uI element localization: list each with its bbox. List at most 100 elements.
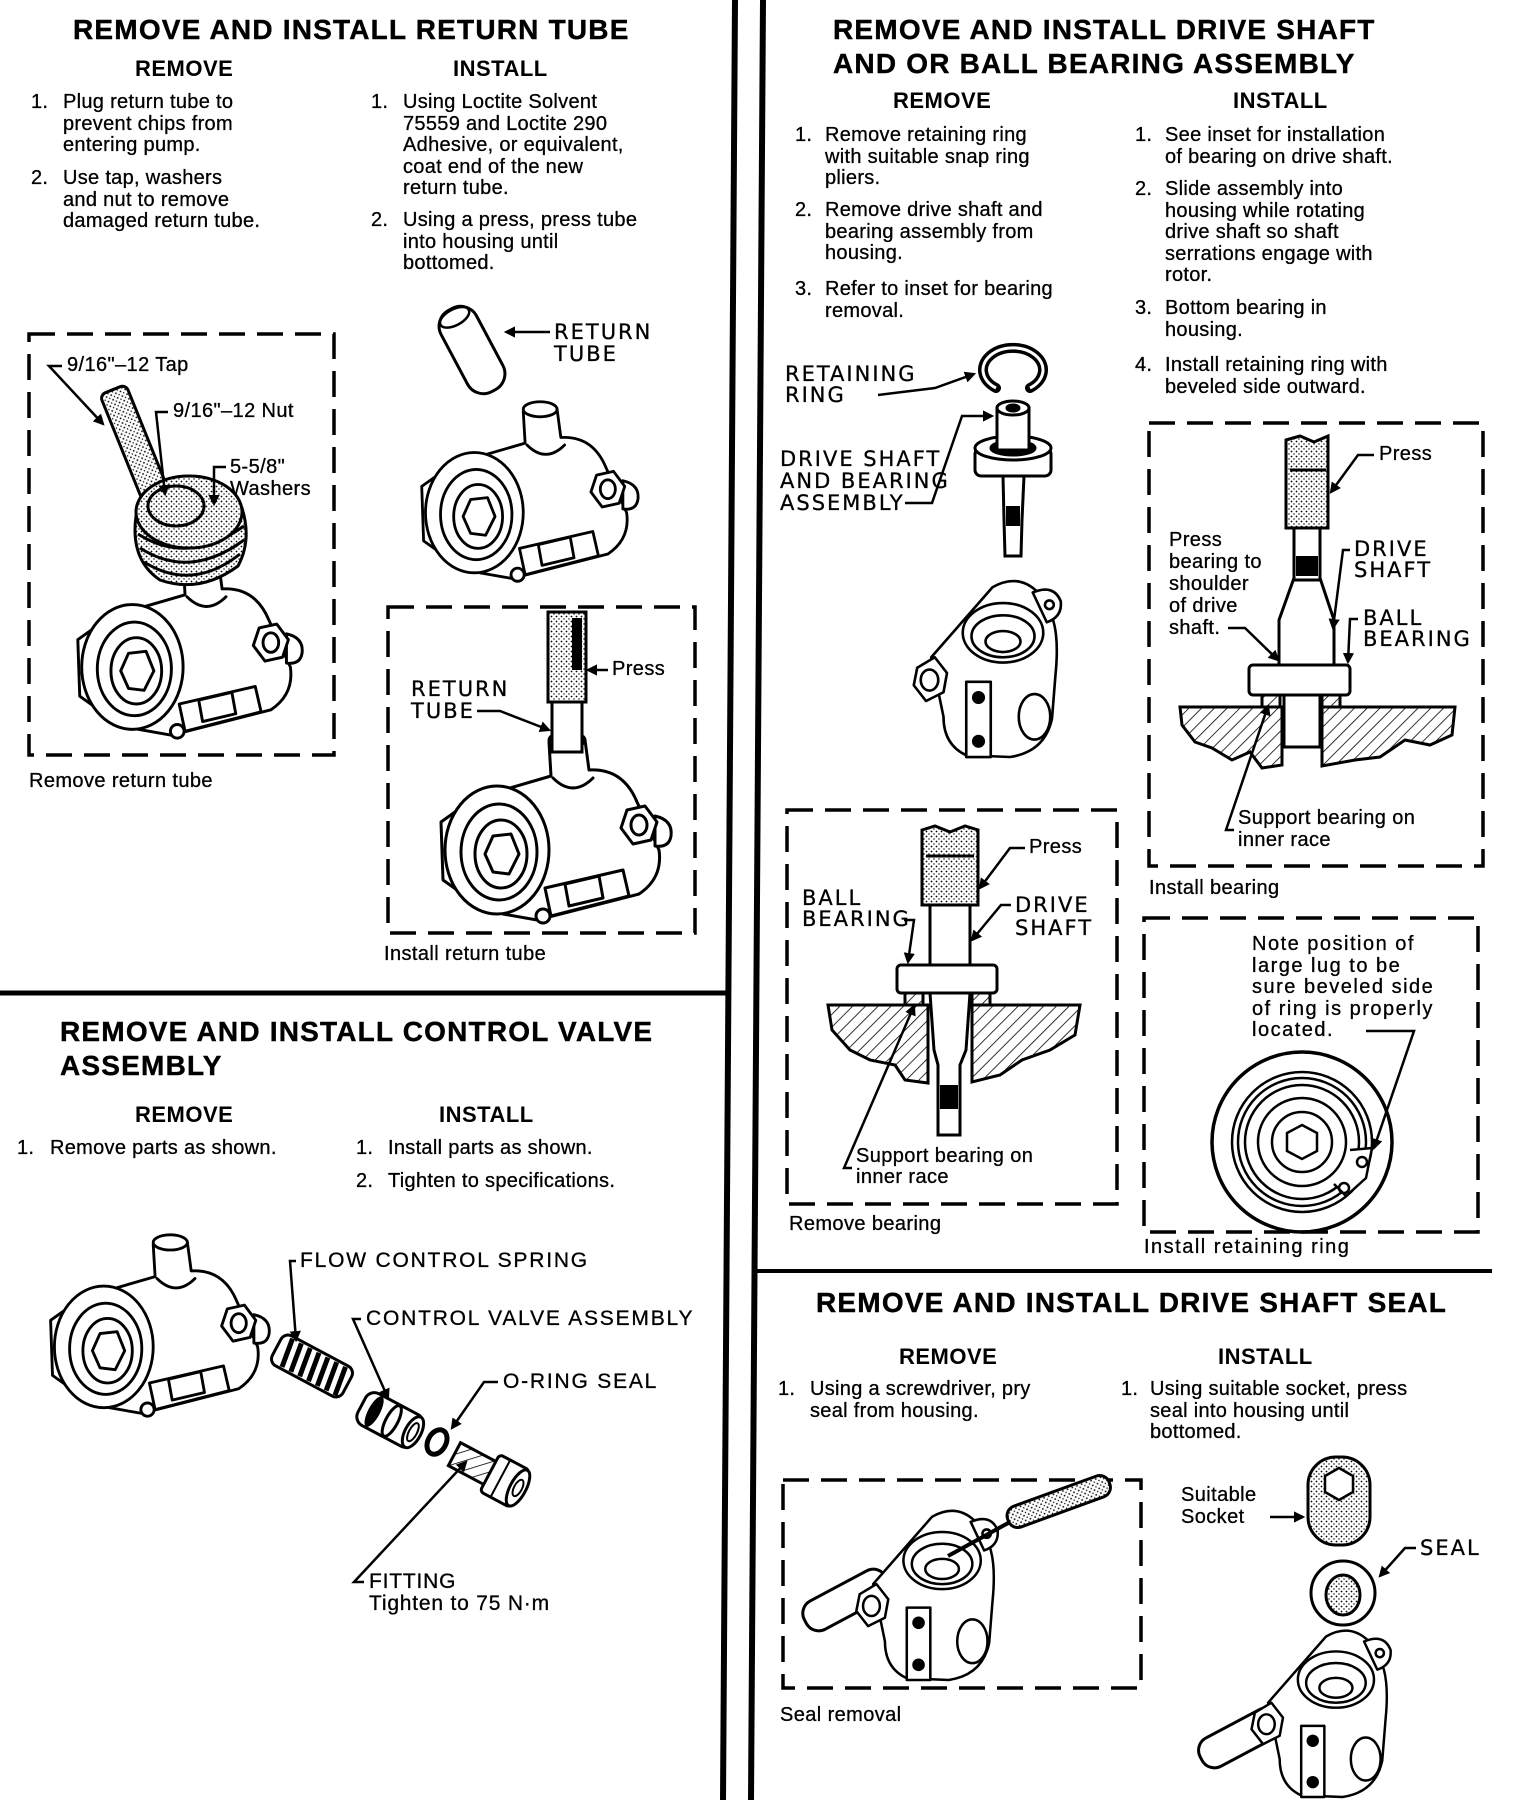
spring-coil [332, 1365, 348, 1397]
leader-press-remove [978, 846, 1025, 890]
step-number: 2. [31, 167, 49, 189]
step-text: Slide assembly into housing while rotati… [1165, 178, 1373, 286]
leader-ball-bearing-remove [903, 918, 916, 965]
step-number: 1. [1135, 124, 1153, 146]
tap-label: 9/16"–12 Tap [67, 354, 189, 376]
figure-caption: Seal removal [780, 1704, 902, 1726]
remove-step: 1. Using a screwdriver, pry seal from ho… [778, 1378, 1031, 1422]
support-bearing-label: Support bearing on inner race [856, 1145, 1034, 1188]
step-number: 2. [1135, 178, 1153, 200]
pump-housing-drawing [439, 730, 673, 925]
figure-frame-remove-return-tube [27, 332, 336, 757]
column-divider-rule [720, 0, 738, 1801]
seal-install-drawing [1197, 1455, 1393, 1799]
remove-step: 1. Remove parts as shown. [17, 1137, 277, 1160]
remove-heading: REMOVE [893, 88, 992, 113]
inner-race-support [1260, 693, 1282, 709]
figure-frame-install-bearing [1147, 421, 1485, 868]
suitable-socket-label: Suitable Socket [1181, 1484, 1257, 1528]
step-number: 2. [356, 1170, 374, 1192]
step-text: Using a press, press tube into housing u… [403, 209, 638, 274]
press-ram-drawing [920, 824, 980, 907]
flow-control-spring-drawing [270, 1333, 354, 1399]
remove-step: 2. Use tap, washers and nut to remove da… [31, 167, 261, 233]
install-step: 4. Install retaining ring with beveled s… [1135, 354, 1388, 398]
socket-hex-opening [1323, 1466, 1355, 1502]
press-ram-drawing [1284, 433, 1330, 530]
seal-removal-drawing [801, 1474, 1112, 1682]
drive-shaft-lower [1282, 693, 1322, 749]
ball-bearing-drawing [895, 963, 999, 995]
install-bearing-drawing [1178, 433, 1457, 770]
support-block-left [1178, 705, 1284, 770]
step-text: Use tap, washers and nut to remove damag… [63, 167, 261, 232]
step-text: Tighten to specifications. [388, 1170, 616, 1192]
step-number: 2. [371, 209, 389, 231]
control-valve-drawing [355, 1391, 426, 1450]
housing-face-outline [1210, 1050, 1394, 1234]
bearing-inner-race [1256, 1096, 1348, 1188]
washer-ridge [143, 552, 241, 577]
step-text: Install parts as shown. [388, 1137, 593, 1159]
leader-drive-shaft-install [1328, 548, 1350, 631]
retaining-ring-inner [1236, 1076, 1368, 1208]
drive-shaft-assembly-label: DRIVE SHAFT AND BEARING ASSEMBLY [780, 447, 950, 515]
figure-frame-seal-removal [781, 1478, 1143, 1690]
pump-housing-drawing [420, 400, 640, 583]
drive-shaft-upper [928, 903, 972, 967]
step-text: Remove parts as shown. [50, 1137, 277, 1159]
figure-frame-remove-bearing [785, 808, 1119, 1206]
figure-caption: Remove bearing [789, 1213, 942, 1235]
o-ring-seal-label: O-RING SEAL [503, 1370, 659, 1393]
return-tube-label: RETURN TUBE [554, 320, 653, 366]
leader-return-tube-installed [477, 709, 552, 732]
support-block-right [1320, 705, 1457, 768]
retaining-ring-highlight [981, 346, 1045, 390]
leader-fitting [351, 1460, 468, 1584]
remove-step: 1. Remove retaining ring with suitable s… [795, 124, 1030, 190]
figure-caption: Install bearing [1149, 877, 1280, 899]
pump-housing-drawing [854, 1509, 1000, 1682]
leader-nut [154, 410, 170, 497]
drive-shaft-serrations [1296, 556, 1318, 576]
install-step: 1. Install parts as shown. [356, 1137, 593, 1160]
spring-coil [279, 1337, 295, 1368]
shoulder-note: Press bearing to shoulder of drive shaft… [1169, 529, 1262, 639]
install-heading: INSTALL [1218, 1344, 1313, 1369]
step-number: 3. [1135, 297, 1153, 319]
step-number: 1. [371, 91, 389, 113]
step-text: Plug return tube to prevent chips from e… [63, 91, 234, 156]
drive-shaft-end [1270, 1110, 1334, 1174]
retaining-ring-label: RETAINING RING [785, 362, 917, 407]
drive-shaft-exploded-drawing [912, 342, 1063, 759]
figure-caption: Install return tube [384, 943, 547, 965]
press-label: Press [612, 658, 666, 680]
support-block-left [826, 1003, 930, 1085]
fitting-bore [511, 1478, 525, 1498]
leader-washers [208, 465, 226, 507]
install-step: 1. Using suitable socket, press seal int… [1121, 1378, 1408, 1444]
support-bearing-label: Support bearing on inner race [1238, 807, 1416, 851]
install-heading: INSTALL [453, 56, 548, 81]
drive-shaft-serrations [1006, 506, 1020, 526]
step-text: Using suitable socket, press seal into h… [1150, 1378, 1408, 1443]
washers-label: 5-5/8" Washers [230, 456, 311, 500]
return-tube-part-drawing [420, 304, 640, 583]
step-text: Install retaining ring with beveled side… [1165, 354, 1388, 398]
retaining-ring-lug-hole [1355, 1155, 1369, 1169]
spring-coil [288, 1342, 304, 1373]
section-title-drive-shaft: REMOVE AND INSTALL DRIVE SHAFT AND OR BA… [833, 14, 1376, 79]
retaining-ring-lug-hole [1337, 1181, 1351, 1195]
drive-shaft-assembly-drawing [973, 399, 1053, 558]
drive-shaft-serrations [940, 1085, 958, 1109]
valve-end-bore [406, 1422, 420, 1443]
pump-housing-drawing [912, 579, 1063, 759]
nut-drawing [146, 484, 206, 528]
figure-frame-install-return-tube [386, 605, 697, 935]
remove-step: 2. Remove drive shaft and bearing assemb… [795, 199, 1043, 265]
drive-shaft-label: DRIVE SHAFT [1354, 537, 1433, 582]
step-text: Remove drive shaft and bearing assembly … [825, 199, 1043, 264]
step-text: Using a screwdriver, pry seal from housi… [810, 1378, 1031, 1422]
step-number: 1. [795, 124, 813, 146]
